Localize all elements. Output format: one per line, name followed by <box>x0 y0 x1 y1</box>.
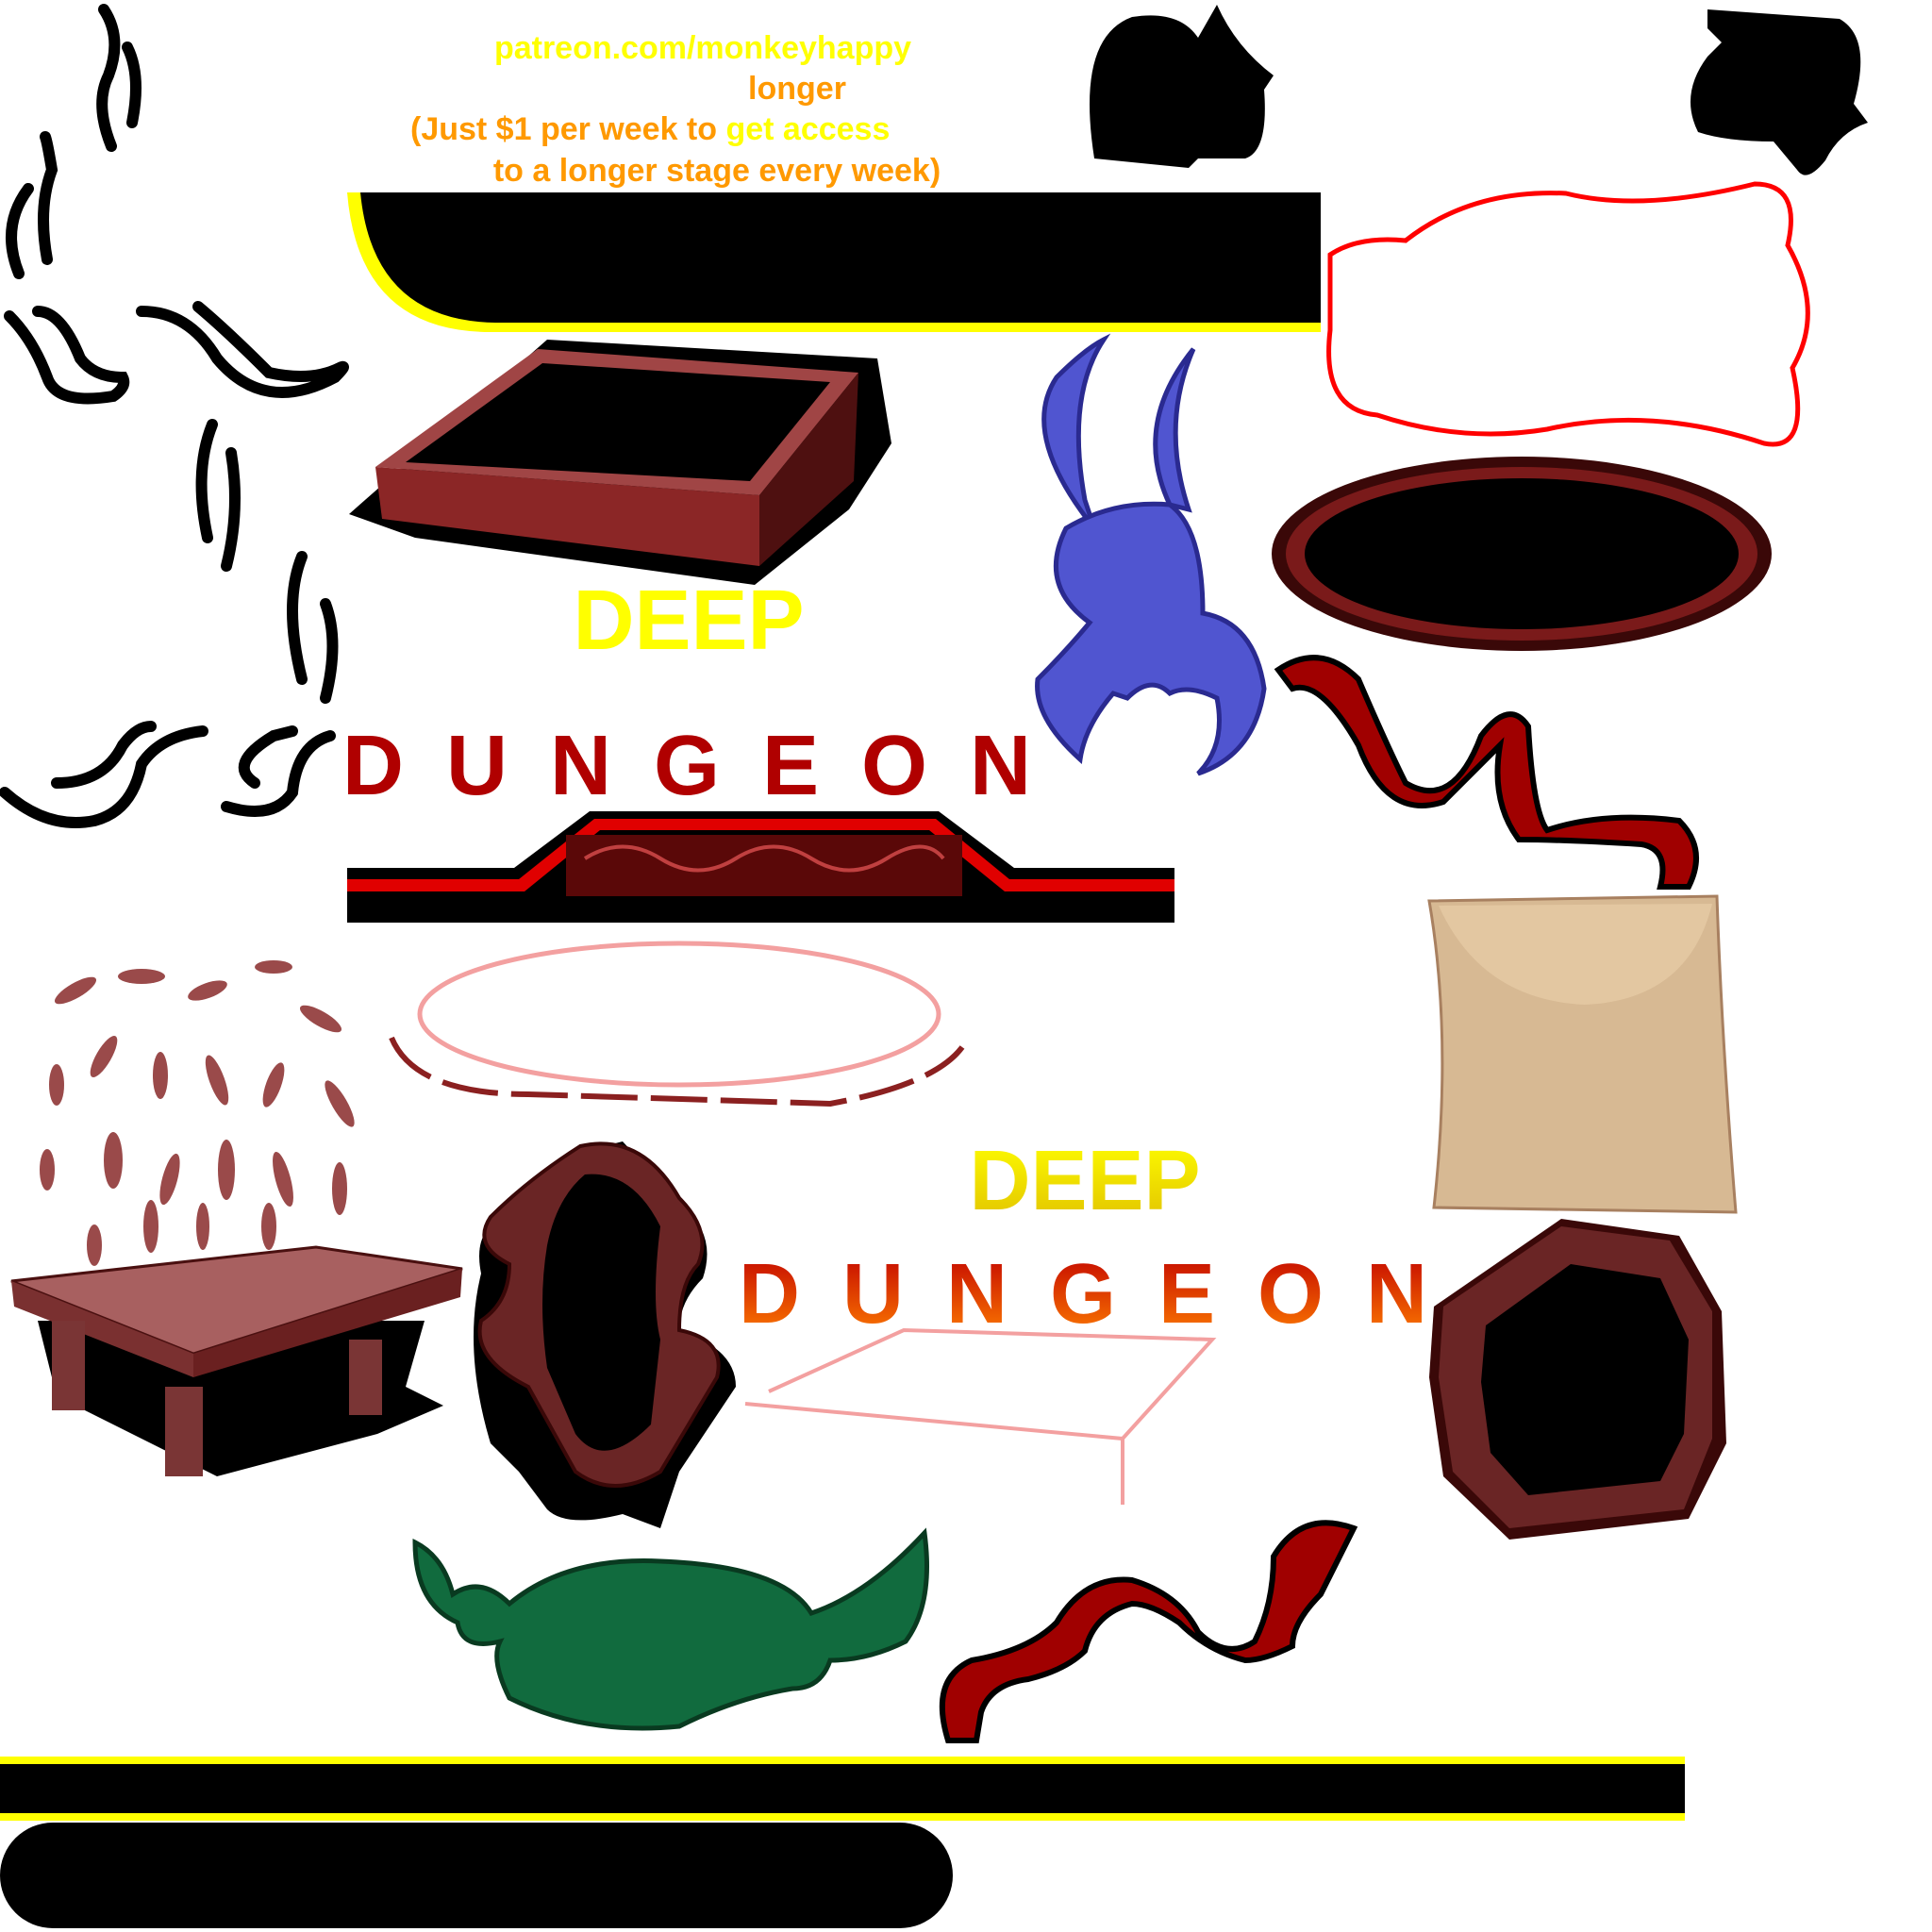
promo-text: patreon.com/monkeyhappy longer (Just $1 … <box>410 30 941 189</box>
dark-oval-frame <box>1272 457 1772 651</box>
wooden-table <box>10 1245 463 1476</box>
top-banner-fill <box>360 192 1321 323</box>
logo-dungeon-text-2: DUNGEON <box>739 1247 1427 1341</box>
red-ribbon-1 <box>1274 655 1699 890</box>
head-silhouette-1 <box>1090 5 1274 168</box>
ornate-shield-frame <box>474 1141 736 1528</box>
leaf-cluster <box>40 960 355 1266</box>
promo-line-3b: get access <box>725 111 890 147</box>
horned-helmet <box>1035 333 1267 776</box>
wooden-tray <box>349 340 891 585</box>
promo-url: patreon.com/monkeyhappy <box>494 30 911 66</box>
crate-outline <box>744 1327 1217 1505</box>
logo-deep-text-2: DEEP <box>969 1134 1200 1228</box>
smoke-wisps <box>0 4 349 828</box>
bottom-pill <box>0 1823 953 1928</box>
logo-dungeon-text: DUNGEON <box>342 719 1031 813</box>
promo-line-2: longer <box>748 71 846 107</box>
deep-dungeon-logo-1: DEEP DUNGEON <box>342 574 1031 813</box>
octagon-frame <box>1429 1219 1726 1540</box>
deep-dungeon-logo-2: DEEP DUNGEON <box>739 1134 1427 1341</box>
logo-deep-text: DEEP <box>573 574 804 668</box>
promo-line-3a: (Just $1 per week to <box>410 111 725 147</box>
head-silhouette-2 <box>1690 9 1868 175</box>
rope-ring <box>389 941 965 1108</box>
goblin-head <box>412 1527 929 1731</box>
promo-line-3: (Just $1 per week to get access <box>410 111 890 147</box>
scroll-frame-red <box>1326 181 1810 447</box>
parchment-sheet <box>1427 894 1738 1214</box>
red-ribbon-2 <box>939 1520 1358 1743</box>
bottom-bar <box>0 1764 1685 1813</box>
promo-line-4: to a longer stage every week) <box>493 153 941 189</box>
ornate-banner <box>347 811 1174 923</box>
